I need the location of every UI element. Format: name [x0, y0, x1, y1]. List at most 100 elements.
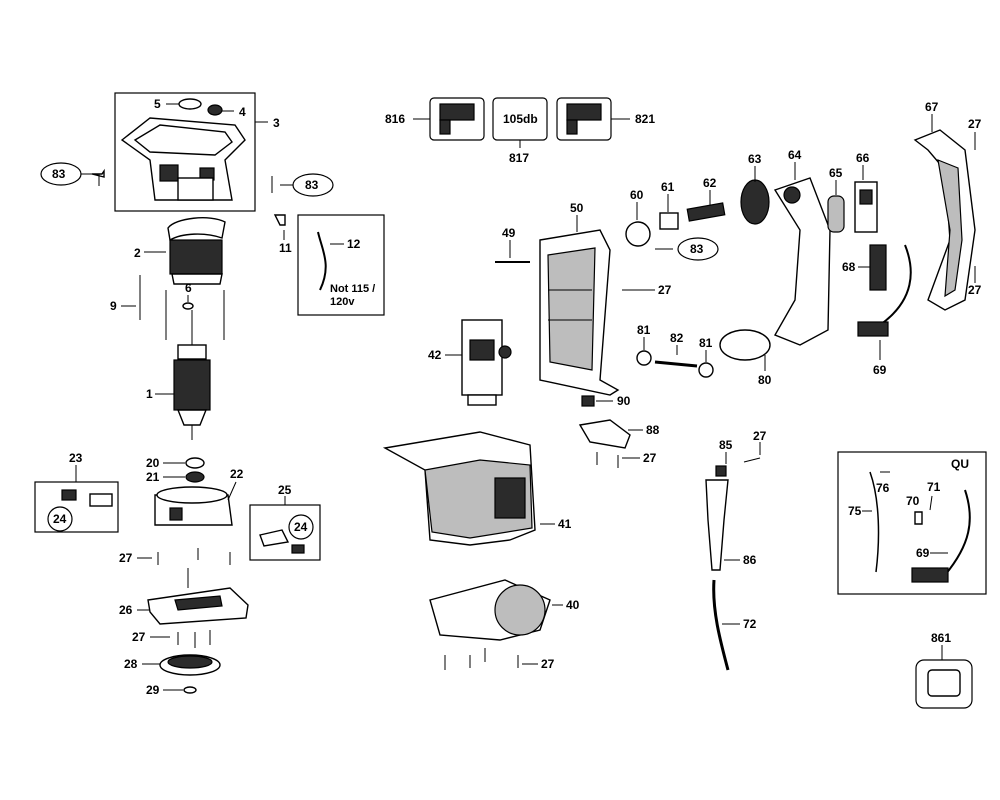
- callout-1: 1: [146, 387, 153, 401]
- callout-861: 861: [931, 631, 951, 645]
- callout-88: 88: [646, 423, 660, 437]
- callout-3: 3: [273, 116, 280, 130]
- armature-part-1: [173, 310, 211, 440]
- callout-67: 67: [925, 100, 939, 114]
- brush-part-25: [259, 529, 290, 547]
- bearing-part-4: [207, 104, 223, 116]
- callout-69-qu: 69: [916, 546, 930, 560]
- bearing-part-21: [185, 471, 205, 483]
- part-62: [686, 202, 726, 222]
- callout-12: 12: [347, 237, 361, 251]
- callout-24-left: 24: [53, 512, 67, 526]
- callout-90: 90: [617, 394, 631, 408]
- callout-25: 25: [278, 483, 292, 497]
- collar-part-80: [719, 329, 771, 361]
- callout-817: 817: [509, 151, 529, 165]
- callout-61: 61: [661, 180, 675, 194]
- switch-part-42: [461, 319, 512, 406]
- callout-27-8: 27: [753, 429, 767, 443]
- bearing-part-5: [178, 98, 202, 110]
- brush-holder-part-23b: [89, 493, 113, 507]
- part-90: [581, 395, 595, 407]
- callout-41: 41: [558, 517, 572, 531]
- screws-part-27-row1: [157, 548, 231, 565]
- cover-part-40: [429, 579, 551, 641]
- part-88: [578, 419, 631, 449]
- callout-65: 65: [829, 166, 843, 180]
- callout-83-mid: 83: [305, 178, 319, 192]
- callout-83-left: 83: [52, 167, 66, 181]
- spring-part-60: [625, 221, 651, 247]
- callout-labels: 5 4 3 83 83 2 9 6 1 11 12 Not 115 / 120v…: [52, 97, 982, 697]
- handle-part-67: [913, 129, 976, 311]
- wire-part-12: [317, 231, 327, 291]
- bearing-part-20: [185, 457, 205, 469]
- part-68: [869, 244, 887, 291]
- label-qu: QU: [951, 457, 969, 471]
- callout-83-right: 83: [690, 242, 704, 256]
- callout-4: 4: [239, 105, 246, 119]
- callout-80: 80: [758, 373, 772, 387]
- screws-part-27-row3: [444, 648, 519, 670]
- note-12-line1: Not 115 /: [330, 283, 375, 295]
- callout-69: 69: [873, 363, 887, 377]
- baffle-part-26: [147, 568, 249, 625]
- callout-64: 64: [788, 148, 802, 162]
- part-81b: [698, 362, 714, 378]
- connector-part-69-qu: [911, 567, 949, 583]
- note-12-line2: 120v: [330, 296, 355, 308]
- callout-9: 9: [110, 299, 117, 313]
- cord-part-72: [712, 579, 730, 671]
- callout-62: 62: [703, 176, 717, 190]
- callout-27-4: 27: [643, 451, 657, 465]
- callout-66: 66: [856, 151, 870, 165]
- connector-part-69: [857, 321, 889, 337]
- brush-part-25b: [291, 544, 305, 554]
- callout-20: 20: [146, 456, 160, 470]
- kit-box-861: [915, 659, 973, 709]
- brush-holder-part-23a: [61, 489, 77, 501]
- grip-part-63: [740, 179, 770, 225]
- housing-part-41: [382, 431, 536, 546]
- note-box-12: [297, 214, 385, 316]
- gear-case-part-3: [120, 117, 246, 201]
- part-85: [715, 465, 727, 477]
- assembly-box-3: [114, 92, 256, 212]
- callout-68: 68: [842, 260, 856, 274]
- callout-22: 22: [230, 467, 244, 481]
- pin-part-82: [654, 360, 698, 368]
- housing-part-50: [539, 229, 620, 396]
- callout-63: 63: [748, 152, 762, 166]
- callout-26: 26: [119, 603, 133, 617]
- screw-83-left: [91, 168, 105, 178]
- callout-71: 71: [927, 480, 941, 494]
- callout-821: 821: [635, 112, 655, 126]
- field-part-2: [165, 217, 226, 340]
- screw-part-29: [183, 686, 197, 694]
- callout-circle-24-left: [47, 506, 73, 532]
- part-70: [914, 511, 923, 525]
- part-71: [929, 495, 933, 511]
- brush-housing-part-22: [154, 486, 233, 526]
- clip-part-11: [273, 214, 286, 226]
- callout-6: 6: [185, 281, 192, 295]
- screws-part-27-row2: [177, 630, 211, 648]
- part-61: [659, 212, 679, 230]
- callout-816: 816: [385, 112, 405, 126]
- callout-49: 49: [502, 226, 516, 240]
- callout-75: 75: [848, 504, 862, 518]
- callout-27-5: 27: [541, 657, 555, 671]
- callout-11: 11: [279, 241, 292, 255]
- handle-part-64: [773, 177, 831, 346]
- callout-81-right: 81: [699, 336, 713, 350]
- callout-60: 60: [630, 188, 644, 202]
- callout-27-6: 27: [968, 117, 982, 131]
- part-81a: [636, 350, 652, 366]
- washer-part-6: [182, 302, 194, 310]
- assembly-box-qu: [837, 451, 987, 595]
- wiring-part-69: [879, 244, 912, 326]
- callout-21: 21: [146, 470, 160, 484]
- callout-27-7: 27: [968, 283, 982, 297]
- callout-76: 76: [876, 481, 890, 495]
